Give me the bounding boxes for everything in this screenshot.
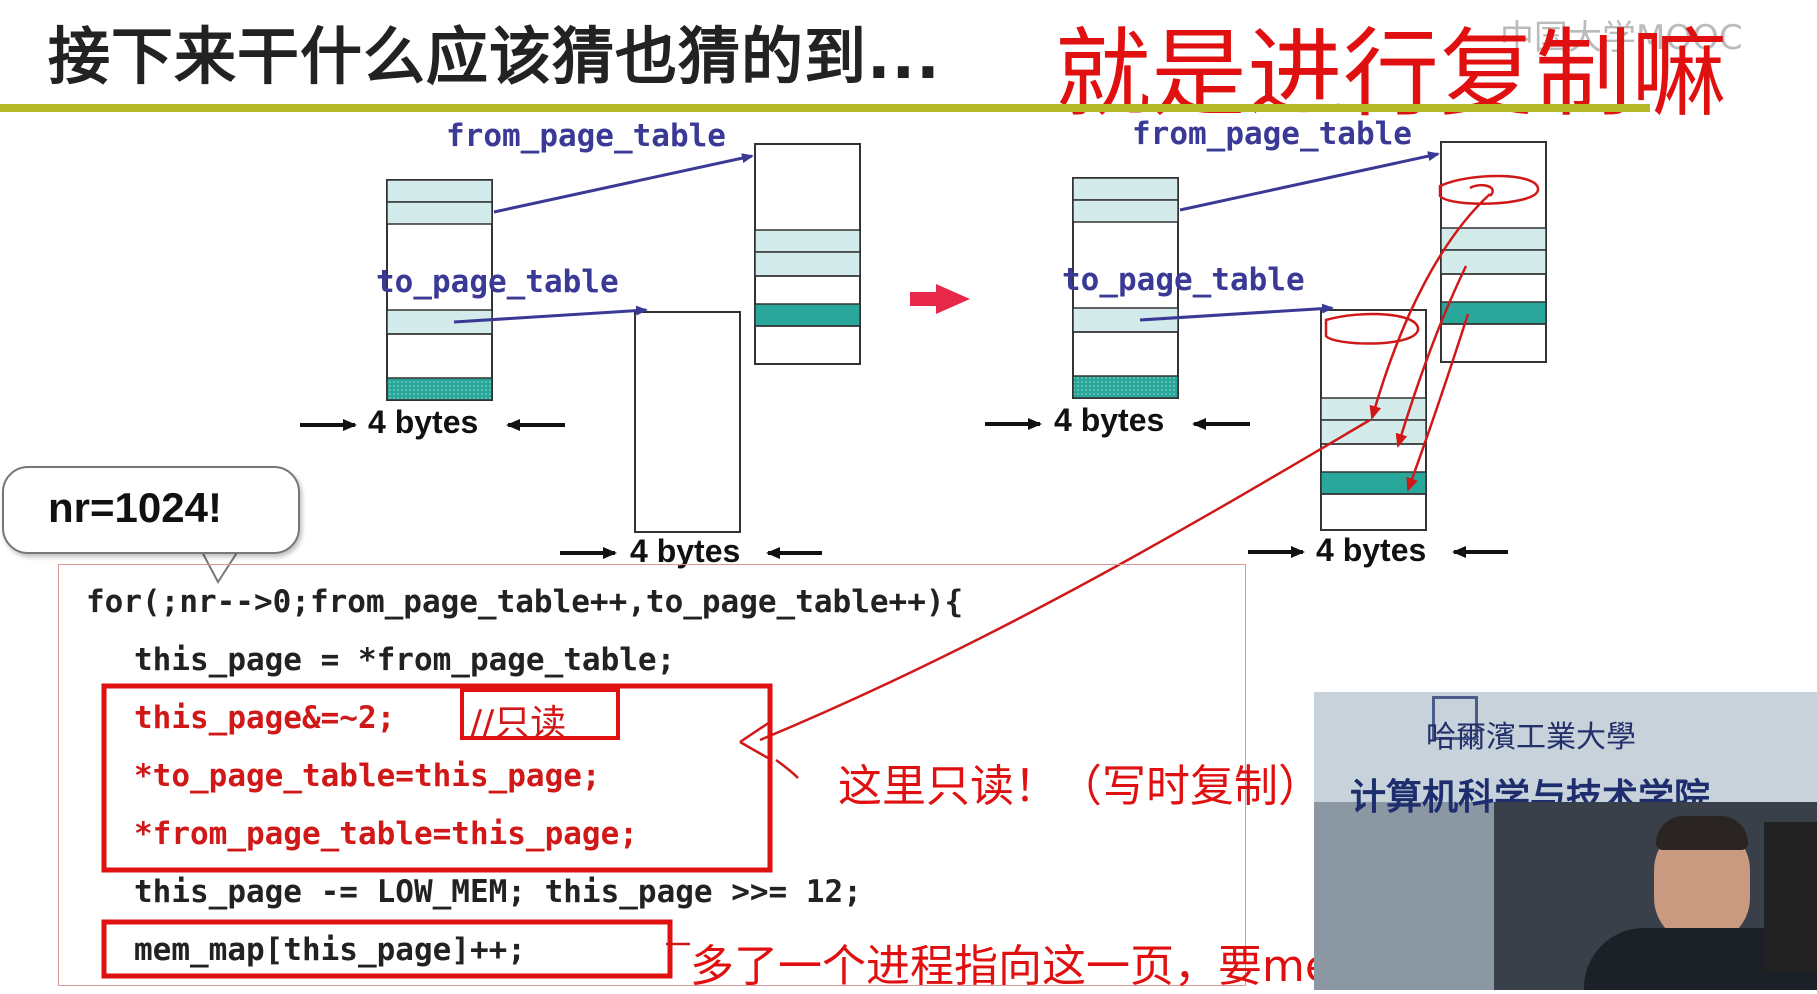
monitor [1764,822,1817,972]
right-bytes-label-2: 4 bytes [1316,532,1427,568]
left-source-table [386,179,493,401]
left-from-page-table [754,143,861,365]
right-to-page-table [1320,309,1427,531]
nr-speech-bubble [2,466,300,554]
left-to-page-table [634,311,741,533]
code-line-from-page-table: *from_page_table=this_page; [134,816,638,852]
nr-bubble-text: nr=1024! [48,484,222,531]
right-to-page-table-label: to_page_table [1062,262,1305,298]
bubble-tail [199,547,241,584]
title-divider [0,104,1650,112]
left-bytes-label-2: 4 bytes [630,533,741,569]
left-from-page-table-label: from_page_table [446,118,726,154]
transition-arrow [910,284,970,314]
code-block [58,564,1246,986]
code-line-for: for(;nr-->0;from_page_table++,to_page_ta… [86,584,964,620]
code-line-mem-map: mem_map[this_page]++; [134,932,526,968]
instructor-video: 哈爾濱工業大學 计算机科学与技术学院 [1314,692,1817,990]
school-logo-icon [1432,696,1478,740]
code-line-to-page-table: *to_page_table=this_page; [134,758,601,794]
right-from-page-table-label: from_page_table [1132,116,1412,152]
right-source-table [1072,177,1179,399]
code-line-low-mem: this_page -= LOW_MEM; this_page >>= 12; [134,874,862,910]
highlight-box-copy-lines [101,683,773,873]
slide-title: 接下来干什么应该猜也猜的到... [48,20,941,93]
code-readonly-comment: //只读 [470,703,567,744]
readonly-annotation: 这里只读！（写时复制） [838,761,1322,812]
video-backdrop [1314,692,1817,802]
code-line-readonly: this_page&=~2; [134,700,396,736]
school-name: 哈爾濱工業大學 [1426,720,1636,755]
left-to-page-table-label: to_page_table [376,264,619,300]
highlight-box-readonly-comment [460,688,620,740]
instructor-hair [1656,816,1748,850]
red-handwriting-marks [739,174,1540,779]
highlight-box-mem-map [101,919,673,979]
right-bytes-label-1: 4 bytes [1054,402,1165,438]
right-from-page-table [1440,141,1547,363]
left-bytes-label-1: 4 bytes [368,404,479,440]
mooc-watermark: 中国大学MOOC [1500,18,1743,58]
code-line-this-page: this_page = *from_page_table; [134,642,676,678]
